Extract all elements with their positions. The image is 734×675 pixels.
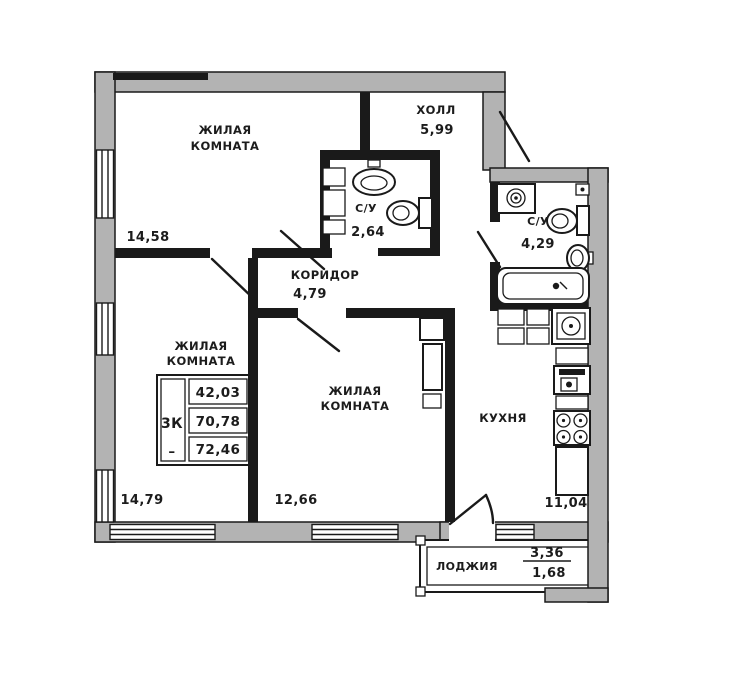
room-area: 14,79 — [120, 493, 163, 508]
cabinet-icon — [322, 219, 346, 235]
wall-entrance — [482, 91, 506, 171]
sink-icon — [566, 244, 594, 272]
cabinet-icon — [526, 308, 550, 326]
info-table-cell — [188, 436, 248, 462]
cabinet-icon — [497, 327, 525, 345]
wc-large-fixtures — [496, 183, 594, 305]
cabinet-icon — [497, 308, 525, 326]
usable-area-value: 70,78 — [196, 414, 241, 430]
cabinet-icon — [322, 167, 346, 187]
countertop — [555, 395, 589, 410]
wall-wc-large-bottom — [490, 302, 588, 311]
loggia-area-total: 3,36 — [530, 546, 564, 561]
wc-large-door-swing-icon — [476, 230, 502, 269]
bathtub-icon — [496, 267, 590, 305]
cabinet-icon — [526, 327, 550, 345]
window-bottom-mid-room — [311, 523, 399, 541]
info-table-type-cell — [160, 378, 186, 462]
window-left-middle — [95, 302, 115, 356]
room-area: 14,58 — [126, 230, 169, 245]
room-name: КОМНАТА — [191, 139, 260, 153]
total-area-value: 72,46 — [196, 442, 241, 458]
toilet-icon — [386, 197, 433, 229]
vent-icon — [575, 183, 590, 196]
apartment-type-dash: – — [168, 444, 175, 460]
cabinet-icon — [322, 189, 346, 217]
room-name: ХОЛЛ — [416, 103, 455, 117]
window-bottom-left-room — [109, 523, 216, 541]
wall-hall-divider — [360, 92, 370, 156]
wardrobe-icon — [419, 317, 445, 409]
balcony-door-opening — [449, 521, 495, 543]
room-area: 12,66 — [274, 493, 317, 508]
washing-machine-icon — [496, 183, 536, 214]
room-name: С/У — [355, 202, 377, 215]
window-kitchen — [495, 523, 535, 541]
wall-wc-large-left-a — [490, 182, 500, 222]
balcony-door-arc-icon — [484, 493, 495, 525]
wall-step-bottom-right — [544, 587, 609, 603]
apartment-type-label: 3К — [161, 416, 183, 432]
entrance-door-swing-icon — [498, 110, 531, 163]
wall-wc-small-right — [430, 150, 440, 256]
room-area: 4,29 — [521, 237, 555, 252]
room-name: КОРИДОР — [291, 268, 359, 282]
living-area-value: 42,03 — [196, 385, 241, 401]
loggia-frame-inner — [426, 546, 592, 586]
wall-wc-small-top — [320, 150, 440, 160]
room-name: ЖИЛАЯ — [198, 123, 251, 137]
window-left-top — [95, 149, 115, 219]
doors — [210, 110, 531, 526]
wall-left-mid-divider — [248, 258, 258, 522]
wc-small-fixtures — [322, 159, 433, 235]
room-name: ЖИЛАЯ — [174, 339, 227, 353]
windows — [95, 149, 535, 543]
kitchen-fixtures — [497, 307, 591, 496]
room-area: 2,64 — [351, 225, 385, 240]
loggia-corner — [415, 586, 426, 597]
mid-room-door-swing-icon — [296, 317, 341, 353]
room-name: КОМНАТА — [167, 354, 236, 368]
info-table-cell — [188, 407, 248, 434]
countertop — [555, 347, 589, 365]
wall-wc-large-left-b — [490, 262, 500, 310]
room-name: КОМНАТА — [321, 399, 390, 413]
loggia-corner — [415, 535, 426, 546]
wall-wc-small-bottom — [378, 248, 440, 256]
sink-icon — [352, 159, 396, 196]
kitchen-sink-icon — [551, 307, 591, 345]
room-labels: ЖИЛАЯ КОМНАТА 14,58 ХОЛЛ 5,99 С/У 2,64 С… — [120, 103, 587, 581]
toilet-icon — [546, 205, 590, 236]
balcony-door-swing-icon — [448, 493, 488, 526]
room-name: ЖИЛАЯ — [328, 384, 381, 398]
oven-icon — [553, 365, 591, 395]
info-table-cell — [188, 378, 248, 405]
loggia-area-counted: 1,68 — [532, 566, 566, 581]
window-left-bottom — [95, 469, 115, 523]
room-name: КУХНЯ — [479, 411, 527, 425]
room-name: ЛОДЖИЯ — [436, 560, 498, 573]
room-name: С/У — [527, 215, 549, 228]
room-area: 4,79 — [293, 287, 327, 302]
room-area: 5,99 — [420, 123, 454, 138]
wall-mid-kitchen-divider — [445, 308, 455, 522]
fridge-icon — [555, 446, 589, 496]
left-room-door-swing-icon — [210, 257, 256, 301]
stove-icon — [553, 410, 591, 446]
info-table: 3К – 42,03 70,78 72,46 — [156, 374, 250, 466]
room-area: 11,04 — [544, 496, 587, 511]
wc-small-door-swing-icon — [279, 229, 326, 271]
wall-lintel — [113, 73, 208, 80]
